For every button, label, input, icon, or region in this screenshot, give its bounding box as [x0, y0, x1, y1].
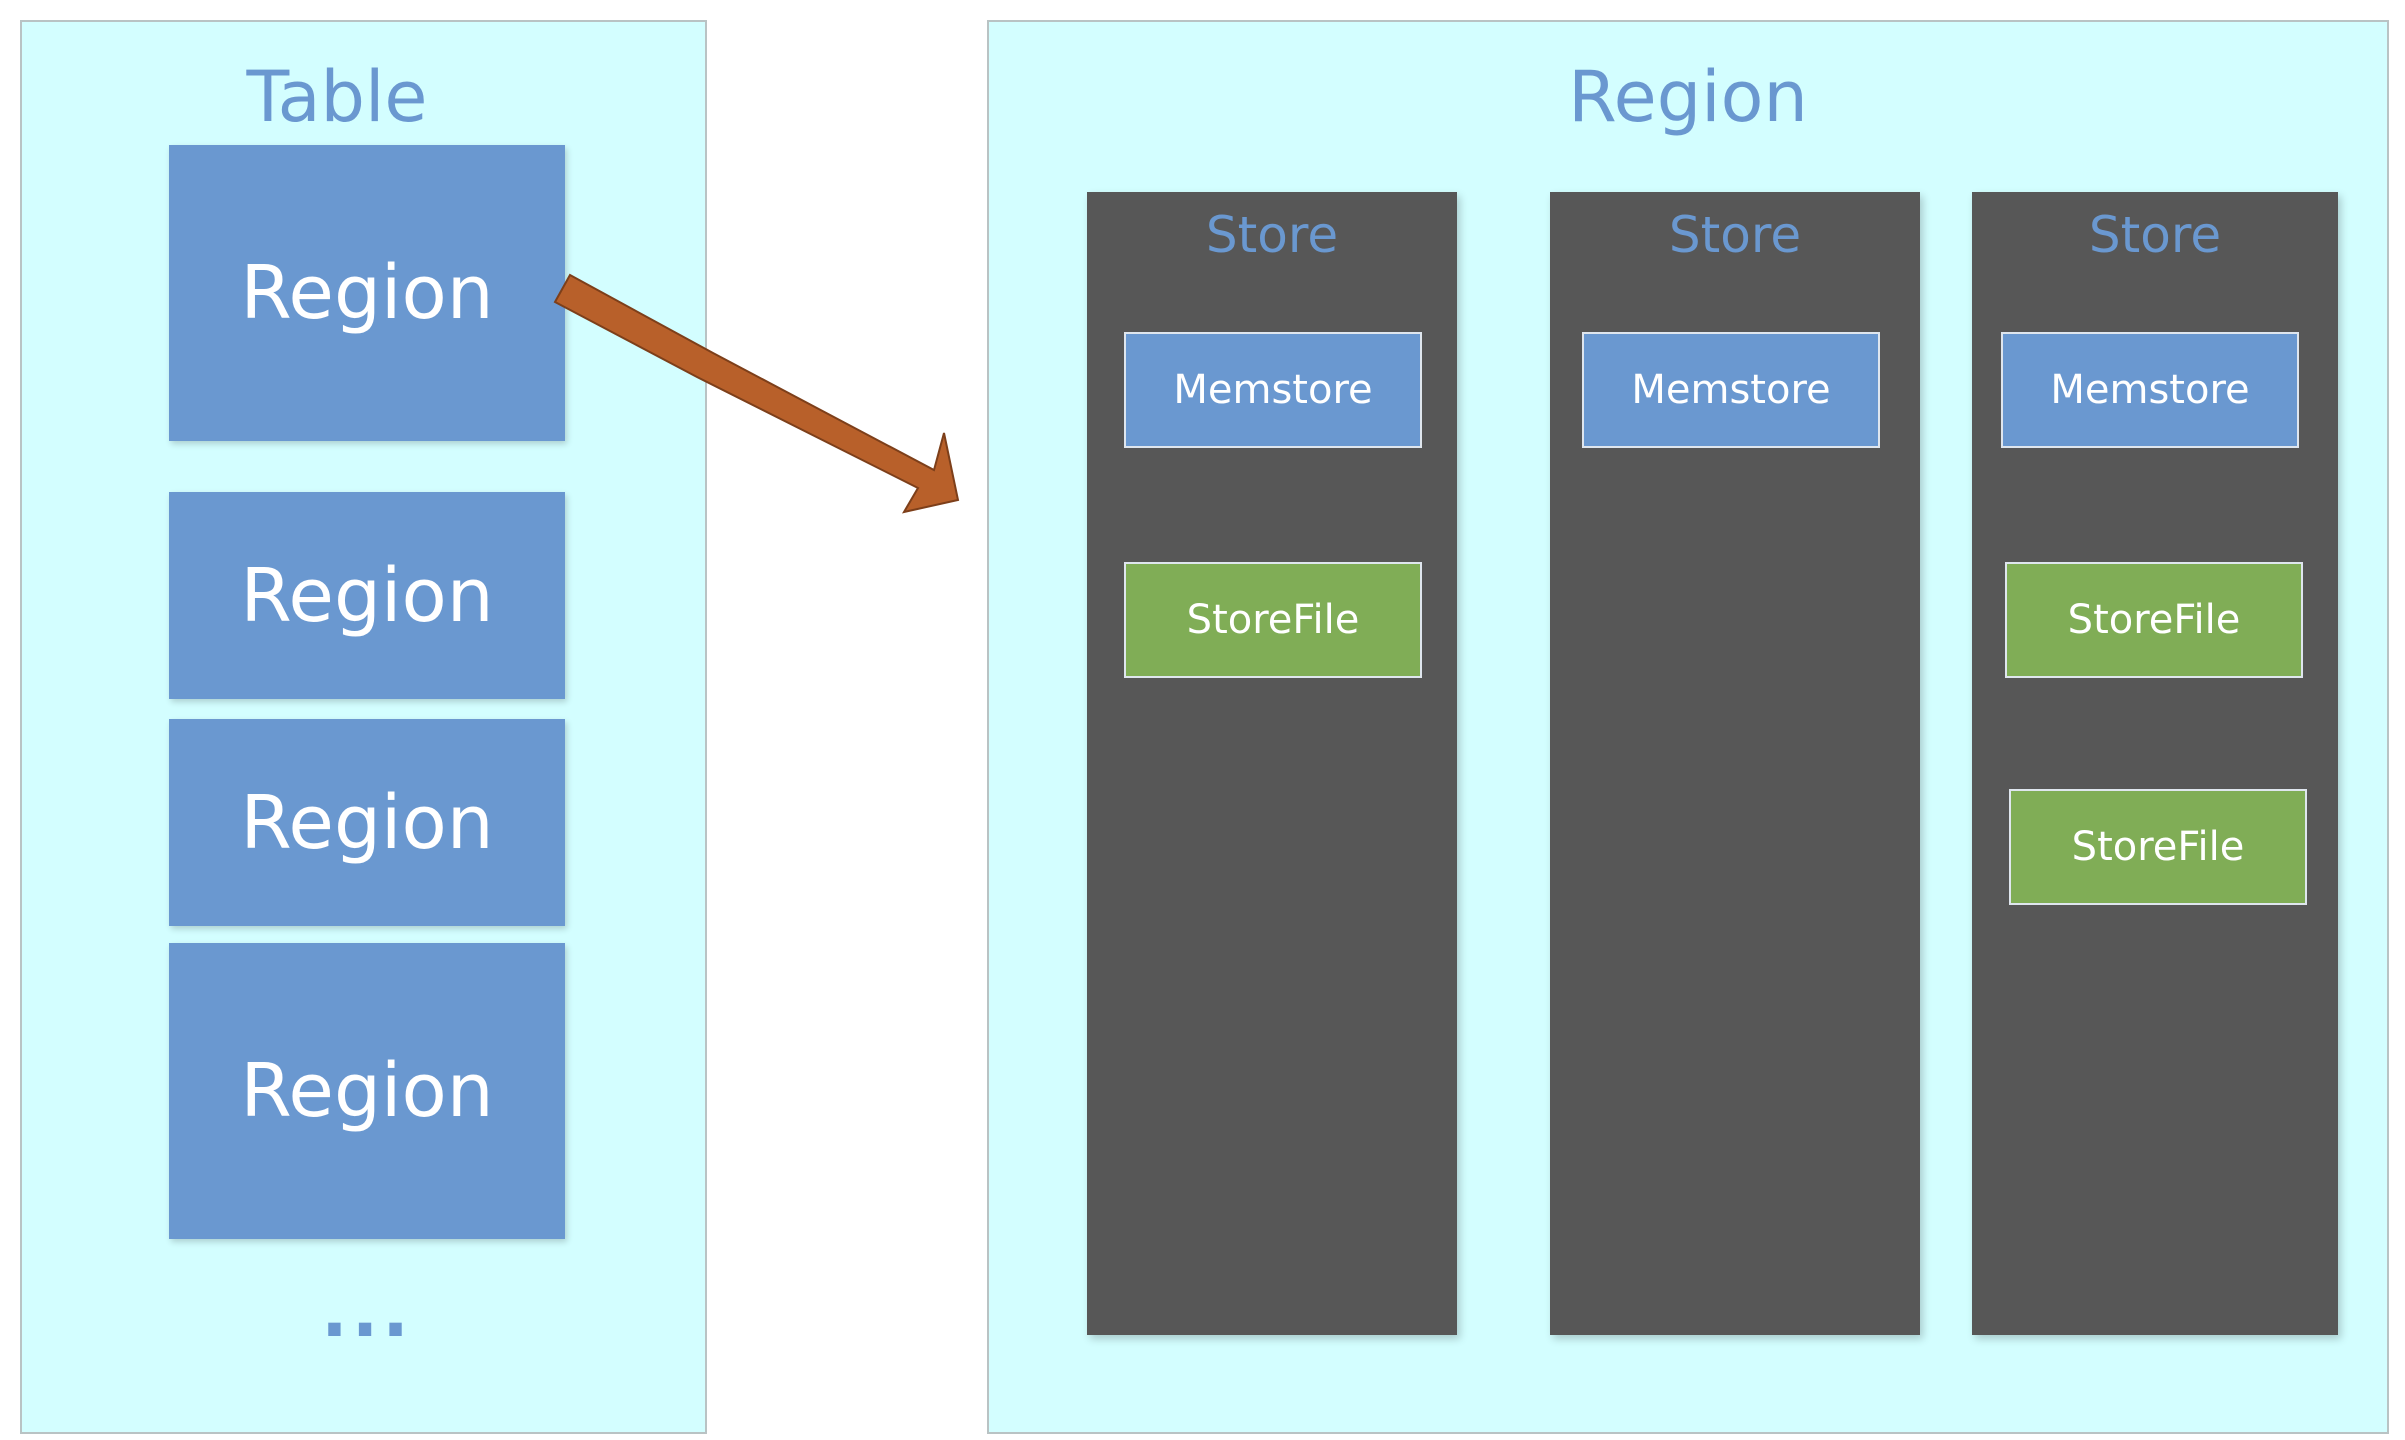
store-3: Store Memstore StoreFile StoreFile: [1972, 192, 2338, 1335]
store-2: Store Memstore: [1550, 192, 1920, 1335]
store-1-memstore-label: Memstore: [1173, 367, 1373, 413]
store-1-storefile-1: StoreFile: [1124, 562, 1422, 678]
store-1-title: Store: [1205, 206, 1339, 264]
store-2-memstore: Memstore: [1582, 332, 1880, 448]
store-3-storefile-2: StoreFile: [2009, 789, 2307, 905]
store-3-storefile-1: StoreFile: [2005, 562, 2303, 678]
store-3-storefile-1-label: StoreFile: [2067, 597, 2241, 643]
table-region-1-label: Region: [240, 250, 494, 336]
table-region-4-label: Region: [240, 1048, 494, 1134]
region-detail-title: Region: [1568, 56, 1808, 138]
store-1: Store Memstore StoreFile: [1087, 192, 1457, 1335]
store-3-memstore-label: Memstore: [2050, 367, 2250, 413]
table-region-2: Region: [169, 492, 565, 699]
table-region-3-label: Region: [240, 779, 494, 866]
region-detail-panel: Region Store Memstore StoreFile Store Me…: [987, 20, 2389, 1434]
table-region-2-label: Region: [240, 552, 494, 639]
store-3-memstore: Memstore: [2001, 332, 2299, 448]
table-title: Table: [246, 56, 428, 138]
store-3-title: Store: [2088, 206, 2222, 264]
store-2-memstore-label: Memstore: [1631, 367, 1831, 413]
store-1-storefile-1-label: StoreFile: [1186, 597, 1360, 643]
table-region-1: Region: [169, 145, 565, 441]
store-1-memstore: Memstore: [1124, 332, 1422, 448]
table-region-4: Region: [169, 943, 565, 1239]
store-3-storefile-2-label: StoreFile: [2071, 824, 2245, 870]
table-more-ellipsis: ...: [321, 1271, 413, 1353]
store-2-title: Store: [1668, 206, 1802, 264]
table-region-3: Region: [169, 719, 565, 926]
table-panel: Table Region Region Region Region ...: [20, 20, 707, 1434]
